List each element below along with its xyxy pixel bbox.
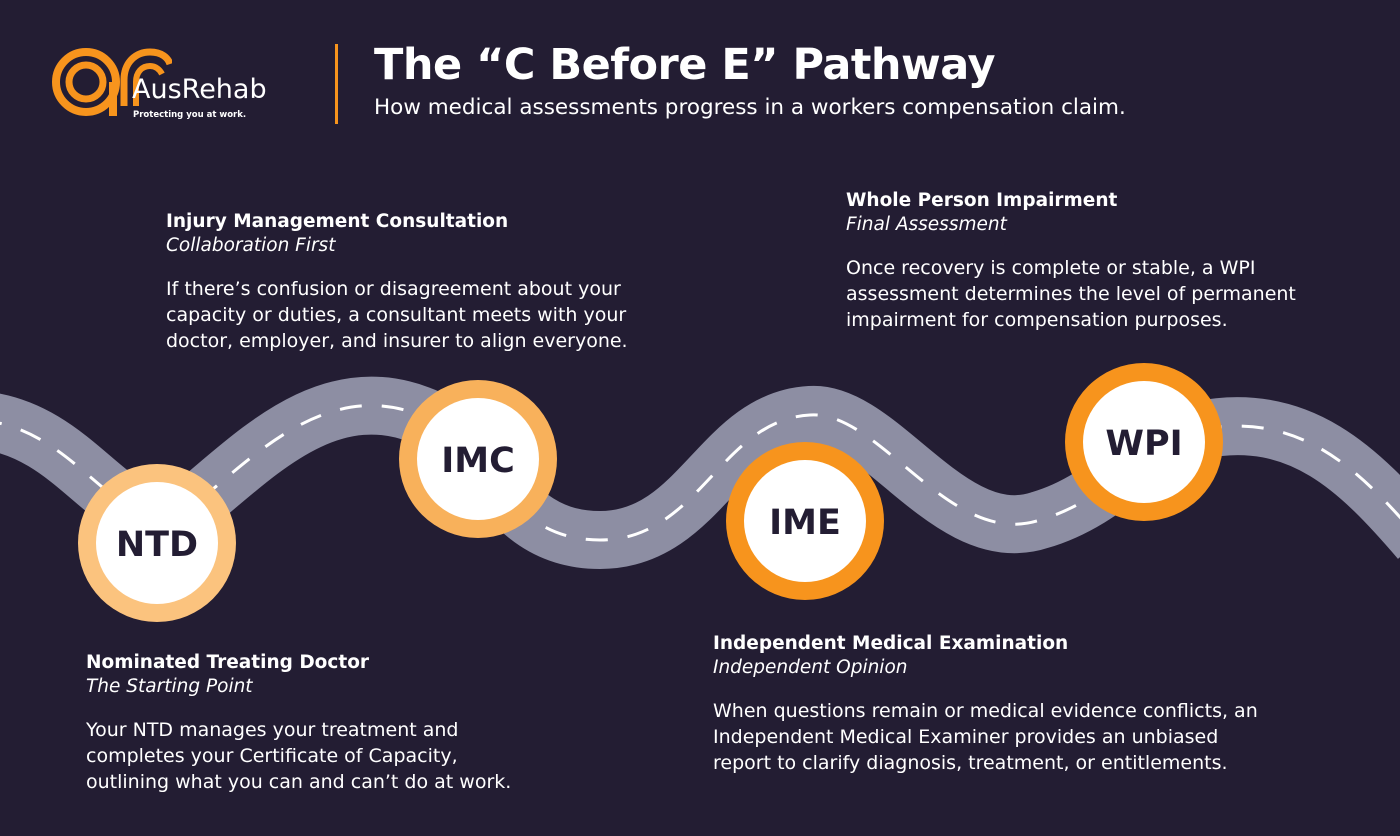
stage-ntd-tagline: The Starting Point — [86, 676, 253, 697]
stage-ntd-text: Nominated Treating Doctor The Starting P… — [86, 650, 511, 795]
node-ntd-label: NTD — [116, 525, 198, 565]
stage-ime-line: When questions remain or medical evidenc… — [713, 700, 1258, 722]
stage-wpi-text: Whole Person Impairment Final Assessment… — [846, 188, 1296, 333]
node-wpi-label: WPI — [1105, 424, 1182, 464]
stage-ime-line: Independent Medical Examiner provides an… — [713, 726, 1219, 748]
node-imc: IMC — [399, 380, 557, 538]
stage-ime-title: Independent Medical Examination — [713, 633, 1069, 654]
node-ime-label: IME — [769, 503, 841, 543]
stage-ntd-line: outlining what you can and can’t do at w… — [86, 771, 512, 793]
stage-ntd-description: Your NTD manages your treatment and comp… — [86, 717, 511, 795]
brand-logo: AusRehab Protecting you at work. — [52, 46, 312, 130]
brand-tagline: Protecting you at work. — [133, 110, 247, 120]
stage-imc-line: doctor, employer, and insurer to align e… — [166, 330, 628, 352]
page-title: The “C Before E” Pathway — [374, 40, 996, 90]
stage-imc-title: Injury Management Consultation — [166, 211, 509, 232]
stage-wpi-line: Once recovery is complete or stable, a W… — [846, 257, 1256, 279]
node-ntd: NTD — [78, 464, 236, 622]
node-imc-label: IMC — [441, 441, 515, 481]
stage-ime-tagline: Independent Opinion — [713, 657, 908, 678]
stage-ime-description: When questions remain or medical evidenc… — [713, 698, 1258, 776]
node-wpi: WPI — [1065, 363, 1223, 521]
stage-imc-description: If there’s confusion or disagreement abo… — [166, 276, 628, 354]
stage-wpi-title: Whole Person Impairment — [846, 190, 1118, 211]
stage-ntd-title: Nominated Treating Doctor — [86, 652, 370, 673]
stage-ntd-line: Your NTD manages your treatment and — [86, 719, 459, 741]
stage-imc-tagline: Collaboration First — [166, 235, 336, 256]
stage-wpi-description: Once recovery is complete or stable, a W… — [846, 255, 1296, 333]
page-subtitle: How medical assessments progress in a wo… — [374, 95, 1126, 120]
stage-imc-line: capacity or duties, a consultant meets w… — [166, 304, 627, 326]
stage-ime-text: Independent Medical Examination Independ… — [713, 631, 1258, 776]
ausrehab-logo-icon — [52, 48, 172, 116]
stage-imc-text: Injury Management Consultation Collabora… — [166, 209, 628, 354]
stage-wpi-line: assessment determines the level of perma… — [846, 283, 1296, 305]
brand-name: AusRehab — [132, 74, 267, 105]
stage-wpi-tagline: Final Assessment — [846, 214, 1007, 235]
stage-ime-line: report to clarify diagnosis, treatment, … — [713, 752, 1228, 774]
node-ime: IME — [726, 442, 884, 600]
stage-wpi-line: impairment for compensation purposes. — [846, 309, 1228, 331]
stage-ntd-line: completes your Certificate of Capacity, — [86, 745, 458, 767]
stage-imc-line: If there’s confusion or disagreement abo… — [166, 278, 621, 300]
header-divider — [335, 44, 338, 124]
